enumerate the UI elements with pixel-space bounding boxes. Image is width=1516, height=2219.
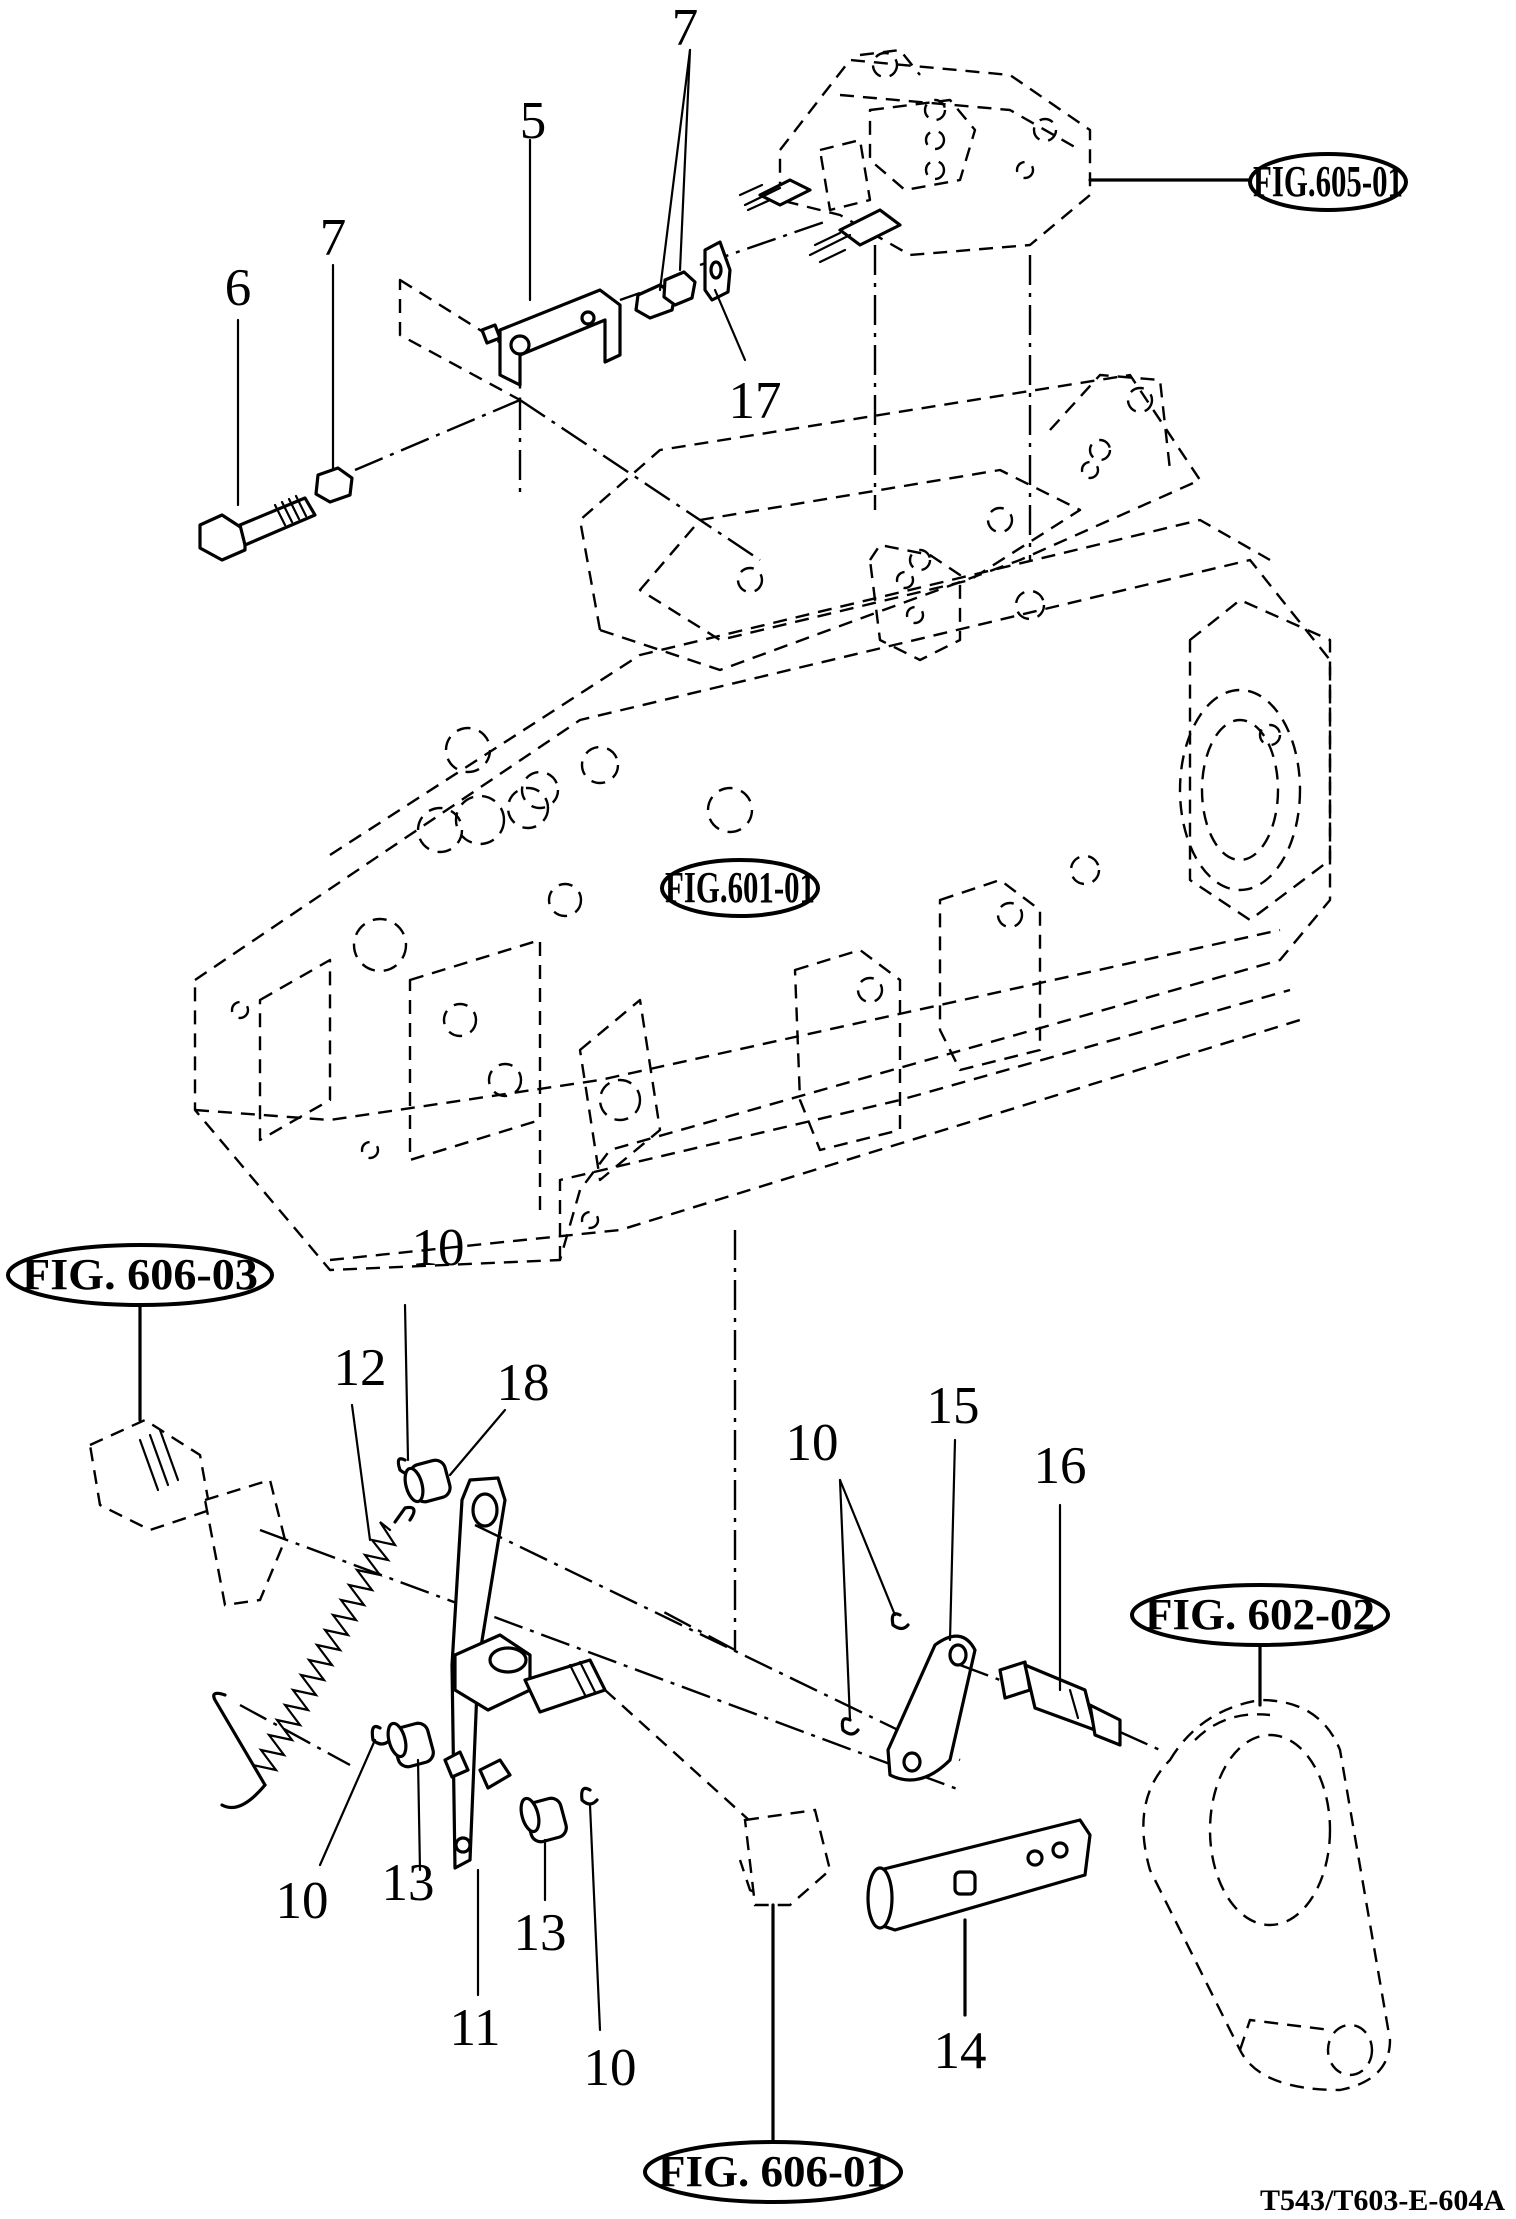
lift-arm-phantom <box>1142 1618 1392 2092</box>
callout-6: 6 <box>225 259 252 317</box>
pin-16 <box>959 1660 1161 1752</box>
bushing-13-right <box>519 1796 568 1844</box>
callout-12: 12 <box>334 1339 387 1397</box>
ref-fig-606-03: FIG. 606-03 <box>6 1243 274 1307</box>
callout-18: 18 <box>497 1354 550 1412</box>
callout-10-right: 10 <box>786 1414 839 1472</box>
e-clip-10-bottom <box>580 1786 599 1806</box>
bushing-13-left <box>386 1721 435 1769</box>
callout-10-bottom: 10 <box>584 2039 637 2097</box>
callout-7-left: 7 <box>320 209 347 267</box>
svg-text:FIG.605-01: FIG.605-01 <box>1253 157 1403 206</box>
svg-text:FIG.601-01: FIG.601-01 <box>665 863 815 912</box>
callout-11: 11 <box>449 1999 500 2057</box>
lever-11 <box>443 1476 532 1870</box>
bushing-18 <box>403 1458 452 1504</box>
callout-5: 5 <box>520 92 547 150</box>
valve-stud-right <box>808 208 902 264</box>
lever-shaft <box>523 1658 832 2172</box>
svg-text:FIG. 602-02: FIG. 602-02 <box>1145 1590 1375 1639</box>
link-15 <box>886 1634 977 1782</box>
svg-text:FIG. 606-03: FIG. 606-03 <box>22 1250 258 1299</box>
callout-13-right: 13 <box>514 1904 567 1962</box>
e-clip-10-left <box>370 1724 392 1746</box>
rod-fig606-03 <box>88 1303 287 1607</box>
callout-7-upper: 7 <box>672 0 699 57</box>
leader-lines <box>236 48 1062 2032</box>
ref-fig-601-01: FIG.601-01 <box>660 858 820 918</box>
callout-15: 15 <box>927 1377 980 1435</box>
callout-17: 17 <box>729 372 782 430</box>
callout-14: 14 <box>934 2022 987 2080</box>
valve-assembly-phantom <box>778 48 1252 560</box>
ref-fig-602-02: FIG. 602-02 <box>1130 1583 1390 1647</box>
drawing-code: T543/T603-E-604A <box>1260 2184 1505 2217</box>
nuts-7-upper <box>634 270 697 320</box>
callout-10-bottom-left: 10 <box>276 1872 329 1930</box>
svg-text:FIG. 606-01: FIG. 606-01 <box>658 2147 888 2196</box>
callout-10-top: 10 <box>412 1219 465 1277</box>
callout-13-left: 13 <box>382 1854 435 1912</box>
ref-fig-606-01: FIG. 606-01 <box>643 2140 903 2204</box>
bolt-6 <box>198 494 317 562</box>
e-clip-10-right-b <box>840 1717 860 1736</box>
callout-16: 16 <box>1034 1437 1087 1495</box>
nut-7-left <box>314 466 354 504</box>
valve-stud-left <box>738 178 812 212</box>
washer-17 <box>703 240 732 302</box>
plate-14 <box>866 1818 1092 2017</box>
bracket-5 <box>398 278 622 402</box>
ref-fig-605-01: FIG.605-01 <box>1248 152 1408 212</box>
spring-12 <box>212 1505 416 1810</box>
main-housing-phantom <box>193 373 1332 1272</box>
